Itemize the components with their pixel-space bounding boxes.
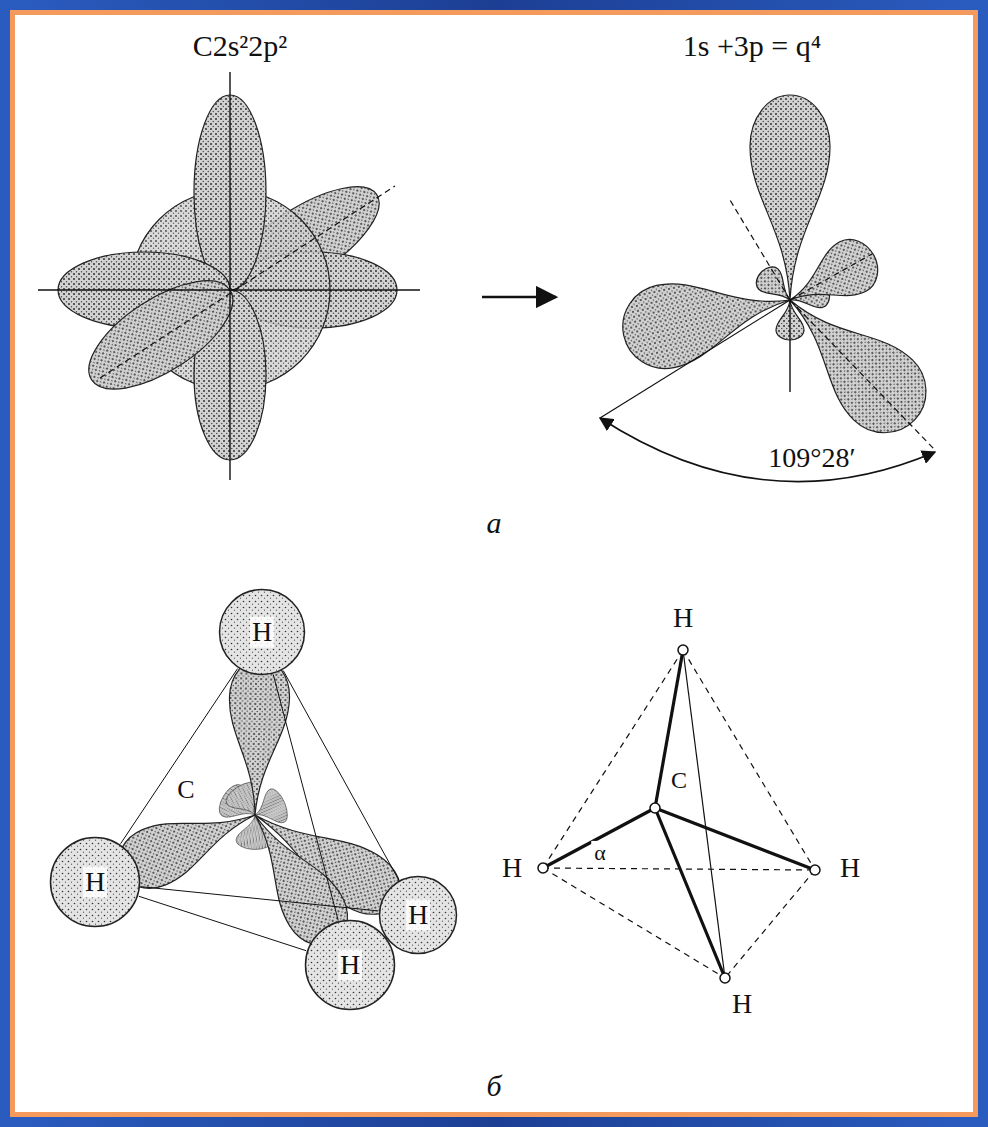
angle-arc: [600, 418, 935, 482]
tetrahedron-edge: [725, 870, 815, 978]
atom-label: H: [840, 853, 860, 884]
vertex-dot: [678, 645, 688, 655]
sphere-circle: [380, 877, 457, 954]
formula-label: 1s +3p = q⁴: [683, 29, 821, 62]
bond-line: [655, 808, 725, 978]
slide-panel: [10, 10, 978, 1117]
atom-sphere: H: [218, 588, 306, 676]
atom-symbol: H: [250, 617, 274, 648]
bond-line: [543, 808, 655, 868]
atom-label: C: [174, 776, 197, 805]
atom-label: H: [673, 603, 693, 634]
atom-label: C: [668, 767, 690, 793]
tetrahedron-edge: [543, 650, 683, 868]
vertex-dot: [720, 973, 730, 983]
axis-line: [38, 289, 420, 290]
axis-line: [790, 254, 872, 300]
axis-line: [730, 200, 790, 300]
axis-line: [789, 300, 790, 392]
hybrid-orbital-lobe: [615, 259, 799, 377]
atom-label: H: [502, 853, 522, 884]
sphere-circle: [306, 921, 395, 1010]
tetrahedron-edge: [273, 675, 338, 921]
atom-sphere: H: [304, 919, 396, 1011]
tetrahedron-edge: [683, 650, 815, 870]
tetrahedron-edge: [139, 896, 307, 951]
figure-letter: б: [486, 1069, 501, 1102]
axis-line: [100, 186, 395, 378]
figure-letter: а: [487, 506, 502, 539]
tetrahedron-edge: [283, 671, 398, 880]
axis-line: [790, 300, 935, 450]
bond-orbital-lobe: [225, 657, 291, 816]
atom-symbol: H: [406, 900, 430, 931]
p-orbital-lobe: [72, 260, 250, 410]
tetrahedron-edge: [121, 669, 238, 844]
angle-label: α: [591, 841, 609, 865]
atom-sphere: H: [378, 875, 458, 955]
atom-symbol: H: [83, 867, 107, 898]
transform-arrow: [482, 296, 556, 299]
hybrid-orbital-lobe: [750, 95, 830, 300]
bond-line: [655, 808, 815, 870]
illustration-group: [38, 72, 944, 983]
atom-symbol: H: [338, 950, 362, 981]
tetrahedron-edge: [141, 887, 378, 911]
axis-line: [600, 300, 790, 418]
vertex-dot: [538, 863, 548, 873]
formula-label: C2s²2p²: [193, 29, 288, 62]
tetrahedron-edge: [543, 868, 725, 978]
angle-label: 109°28′: [765, 443, 858, 474]
sphere-circle: [51, 838, 140, 927]
vertex-dot: [650, 803, 660, 813]
axis-line: [229, 72, 230, 480]
vertex-dot: [810, 865, 820, 875]
sphere-circle: [220, 590, 305, 675]
atom-label: H: [732, 989, 752, 1020]
atom-sphere: H: [49, 836, 141, 928]
